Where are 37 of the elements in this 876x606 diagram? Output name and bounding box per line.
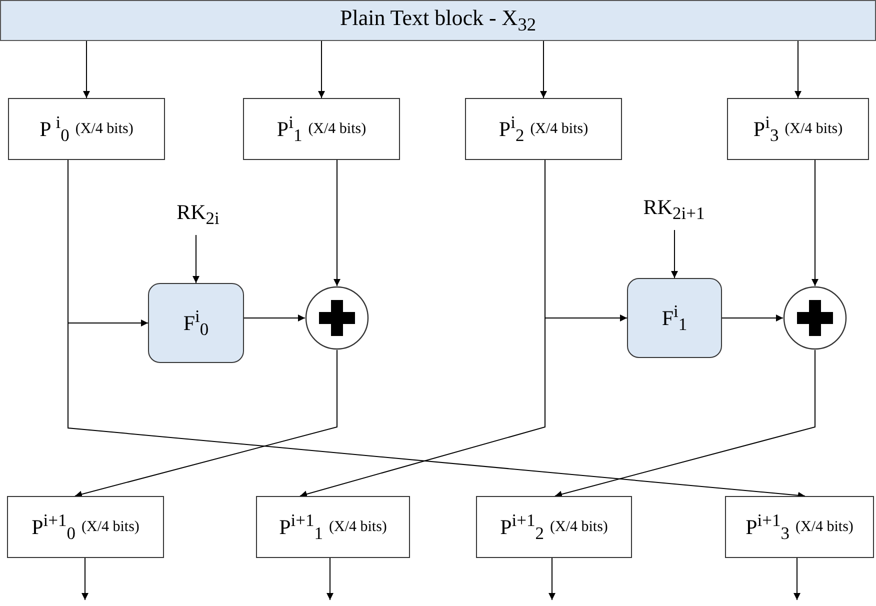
arrow: [812, 160, 818, 286]
arrow: [326, 558, 334, 600]
xor-symbol: [305, 286, 369, 350]
arrow: [794, 40, 802, 98]
key-label: RK$_{2i}$: [168, 195, 228, 235]
arrow: [82, 558, 88, 600]
block-box: [8, 98, 165, 160]
bit-size-label: (X/4 bits): [329, 518, 387, 536]
block-box: [476, 496, 632, 558]
bit-size-label: (X/4 bits): [796, 518, 854, 536]
block-box: [465, 98, 622, 160]
arrow: [554, 350, 816, 498]
bit-size-label: (X/4 bits): [550, 518, 608, 536]
text-band: Plain Text block - X$_{32}$: [0, 0, 876, 41]
xor-symbol: [783, 286, 847, 350]
block-box: [243, 98, 400, 160]
bit-size-label: (X/4 bits): [82, 518, 140, 536]
bit-size-label: (X/4 bits): [75, 120, 134, 138]
arrow: [794, 558, 800, 600]
arrow: [74, 350, 338, 498]
arrow: [318, 40, 325, 98]
arrow: [540, 40, 547, 98]
arrow: [334, 160, 340, 286]
bit-size-label: (X/4 bits): [784, 120, 843, 138]
arrow: [244, 314, 306, 322]
block-box: [7, 496, 164, 558]
block-box: [727, 98, 869, 160]
bit-size-label: (X/4 bits): [530, 120, 588, 138]
arrow: [671, 230, 678, 278]
arrow: [722, 314, 784, 322]
arrow: [83, 40, 90, 98]
block-box: [256, 496, 410, 558]
arrow: [548, 558, 556, 600]
key-label: RK$_{2i+1}$: [638, 190, 710, 230]
arrow: [192, 234, 200, 284]
block-box: [725, 496, 874, 558]
bit-size-label: (X/4 bits): [308, 120, 366, 138]
